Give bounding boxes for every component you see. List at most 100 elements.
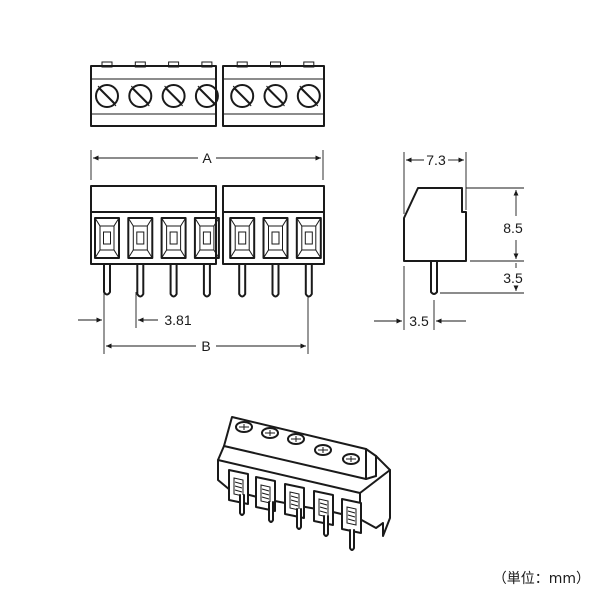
top-view-notch — [303, 61, 315, 68]
screw-slot — [232, 85, 252, 107]
terminal-inner — [99, 225, 115, 251]
top-view-notch — [201, 61, 213, 68]
terminal-bevel — [315, 249, 322, 259]
iso-terminal-hatch — [347, 518, 356, 522]
dim-pin-offset-label: 3.5 — [409, 313, 429, 329]
iso-terminal-hatch — [347, 510, 356, 514]
side-view-pin — [430, 260, 438, 295]
terminal-bevel — [161, 249, 168, 259]
terminal-bevel — [213, 249, 220, 259]
iso-terminal-hatch — [347, 514, 356, 518]
terminal-bevel — [229, 217, 236, 227]
side-view — [403, 187, 467, 295]
front-view-body-left — [90, 185, 217, 265]
screw-icon — [263, 84, 288, 108]
terminal-bevel — [180, 217, 187, 227]
screw-icon — [296, 84, 321, 108]
terminal-inner — [199, 225, 215, 251]
terminal-opening — [295, 217, 322, 259]
terminal-bevel — [113, 249, 120, 259]
terminal-pin — [169, 263, 178, 298]
iso-terminal-hatch — [261, 488, 270, 492]
terminal-bevel — [263, 249, 269, 259]
terminal-bevel — [127, 217, 134, 227]
terminal-bevel — [94, 217, 101, 227]
iso-terminal-hatch — [290, 495, 299, 499]
iso-terminal-hatch — [234, 489, 243, 493]
top-view-body-right — [222, 65, 325, 127]
terminal-bevel — [113, 217, 120, 227]
terminal-core — [304, 231, 313, 245]
terminal-bevel — [194, 217, 201, 227]
terminal-bevel — [248, 217, 255, 227]
terminal-bevel — [127, 249, 134, 259]
terminal-bevel — [180, 249, 187, 259]
iso-pin — [349, 529, 355, 551]
unit-note: （単位：mm） — [492, 571, 590, 587]
terminal-opening — [127, 217, 154, 259]
terminal-opening — [193, 217, 220, 259]
terminal-bevel — [282, 249, 288, 259]
screw-slot — [130, 85, 150, 107]
side-view-body — [403, 187, 467, 262]
terminal-pin — [271, 263, 280, 298]
dimension-lines: A 3.81 B 7.3 8.5 3.5 3.5 — [78, 150, 524, 354]
dim-pitch-label: 3.81 — [164, 312, 191, 328]
terminal-bevel — [248, 249, 255, 259]
terminal-bevel — [263, 217, 269, 227]
screw-slot — [197, 85, 217, 107]
terminal-bevel — [315, 217, 322, 227]
terminal-inner — [166, 225, 182, 251]
screw-icon — [230, 84, 255, 108]
iso-terminal-hatch — [261, 496, 270, 500]
screw-slot — [97, 85, 117, 107]
terminal-bevel — [296, 217, 303, 227]
iso-pin — [323, 515, 329, 537]
dim-pin-span-label: B — [201, 338, 210, 354]
terminal-bevel — [194, 249, 201, 259]
screw-icon — [194, 84, 219, 108]
terminal-opening — [94, 217, 120, 259]
terminal-core — [271, 231, 280, 245]
dim-pin-length-label: 3.5 — [503, 270, 523, 286]
terminal-core — [202, 231, 211, 245]
iso-terminal-hatch — [319, 506, 328, 510]
iso-terminal-inner — [346, 506, 357, 526]
iso-pin — [239, 494, 245, 516]
terminal-bevel — [146, 249, 153, 259]
top-view — [90, 61, 325, 127]
terminal-bevel — [296, 249, 303, 259]
terminal-bevel — [161, 217, 168, 227]
top-view-notch — [134, 61, 146, 68]
terminal-bevel — [229, 249, 236, 259]
dim-body-height-label: 8.5 — [503, 220, 523, 236]
screw-slot — [299, 85, 319, 107]
terminal-opening — [262, 217, 289, 259]
screw-slot — [164, 85, 183, 107]
iso-pin — [296, 508, 302, 530]
terminal-core — [136, 231, 145, 245]
terminal-inner — [132, 225, 148, 251]
terminal-core — [103, 231, 111, 245]
iso-terminal-hatch — [234, 481, 243, 485]
top-view-notch — [270, 61, 281, 68]
iso-terminal-hatch — [261, 492, 270, 496]
screw-icon — [161, 84, 186, 108]
iso-terminal-hatch — [319, 502, 328, 506]
terminal-bevel — [213, 217, 220, 227]
terminal-pin — [238, 263, 247, 298]
iso-terminal-hatch — [290, 503, 299, 507]
terminal-opening — [229, 217, 256, 259]
terminal-pin — [136, 263, 145, 298]
iso-terminal-hatch — [319, 510, 328, 514]
terminal-bevel — [282, 217, 288, 227]
front-view — [90, 185, 325, 298]
top-view-notch — [236, 61, 248, 68]
terminal-core — [238, 231, 247, 245]
terminal-inner — [268, 225, 283, 251]
iso-terminal-hatch — [234, 485, 243, 489]
terminal-inner — [234, 225, 250, 251]
iso-terminal-hatch — [290, 499, 299, 503]
